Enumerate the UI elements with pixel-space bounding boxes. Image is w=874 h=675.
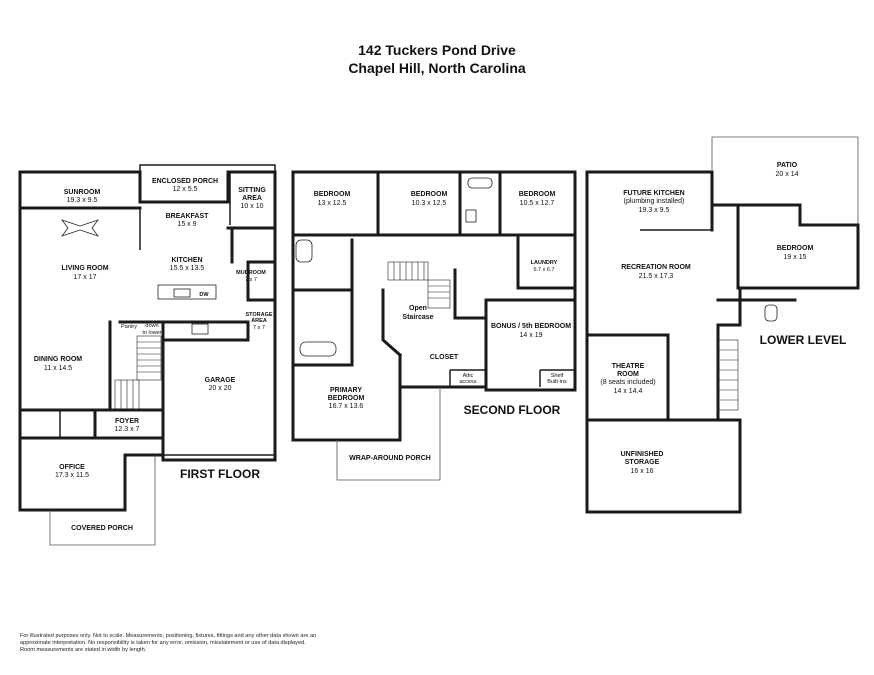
future-kitchen-note: (plumbing installed)	[624, 198, 685, 205]
open-staircase-label-2: Staircase	[402, 314, 433, 321]
laundry-size: 6.7 x 6.7	[533, 267, 554, 273]
mudroom-size: 7 x 7	[245, 277, 257, 283]
enclosed-porch-size: 12 x 5.5	[173, 186, 198, 193]
theatre-room-note: (8 seats included)	[600, 379, 655, 386]
address-title: 142 Tuckers Pond Drive	[358, 42, 516, 58]
attic-access-label: Attic	[463, 373, 474, 379]
down-to-lower-label-2: to lower	[142, 330, 161, 336]
office-label: OFFICE	[59, 464, 85, 471]
bedroom-c-size: 10.5 x 12.7	[520, 200, 555, 207]
covered-porch-label: COVERED PORCH	[71, 525, 133, 532]
office-size: 17.3 x 11.5	[55, 472, 89, 479]
mudroom-label: MUDROOM	[236, 270, 266, 276]
bedroom-c-label: BEDROOM	[519, 191, 556, 198]
theatre-room-size: 14 x 14.4	[614, 388, 643, 395]
first-floor-plan	[18, 164, 277, 546]
primary-bedroom-size: 16.7 x 13.6	[329, 403, 364, 410]
lower-level-label: LOWER LEVEL	[760, 333, 847, 347]
foyer-size: 12.3 x 7	[115, 426, 140, 433]
bonus-bedroom-size: 14 x 19	[520, 332, 543, 339]
down-to-lower-label: down	[145, 323, 158, 329]
dining-room-label: DINING ROOM	[34, 356, 82, 363]
disclaimer: For illustrated purposes only. Not to sc…	[20, 633, 360, 654]
bedroom-b-label: BEDROOM	[411, 191, 448, 198]
disclaimer-line-2: approximate interpretation. No responsib…	[20, 640, 306, 646]
breakfast-size: 15 x 9	[177, 221, 196, 228]
shelf-builtins-label: Shelf	[551, 373, 564, 379]
pantry-label: Pantry	[121, 324, 137, 330]
enclosed-porch-label: ENCLOSED PORCH	[152, 178, 218, 185]
garage-label: GARAGE	[205, 377, 236, 384]
breakfast-label: BREAKFAST	[166, 213, 210, 220]
lower-bedroom-label: BEDROOM	[777, 245, 814, 252]
open-staircase-label: Open	[409, 305, 427, 312]
recreation-room-label: RECREATION ROOM	[621, 264, 691, 271]
wrap-around-porch-label: WRAP-AROUND PORCH	[349, 455, 431, 462]
bedroom-a-label: BEDROOM	[314, 191, 351, 198]
future-kitchen-size: 19.3 x 9.5	[639, 207, 670, 214]
primary-bedroom-label-2: BEDROOM	[328, 395, 365, 402]
sunroom-size: 19.3 x 9.5	[67, 197, 98, 204]
attic-access-label-2: access	[459, 379, 476, 385]
primary-bedroom-label: PRIMARY	[330, 387, 362, 394]
living-room-size: 17 x 17	[74, 274, 97, 281]
second-floor-plan	[291, 170, 577, 481]
bedroom-b-size: 10.3 x 12.5	[412, 200, 447, 207]
unfinished-storage-label-2: STORAGE	[625, 459, 660, 466]
laundry-label: LAUNDRY	[531, 260, 558, 266]
disclaimer-line-1: For illustrated purposes only. Not to sc…	[20, 633, 317, 639]
unfinished-storage-size: 16 x 16	[631, 468, 654, 475]
foyer-label: FOYER	[115, 418, 139, 425]
first-floor-label: FIRST FLOOR	[180, 467, 260, 481]
dishwasher-label: DW	[199, 292, 209, 298]
storage-area-label: STORAGE	[245, 312, 272, 318]
patio-label: PATIO	[777, 162, 798, 169]
bonus-bedroom-label: BONUS / 5th BEDROOM	[491, 323, 571, 330]
closet-label: CLOSET	[430, 354, 459, 361]
garage-size: 20 x 20	[209, 385, 232, 392]
dining-room-size: 11 x 14.5	[44, 365, 72, 372]
lower-level-plan	[585, 136, 860, 514]
unfinished-storage-label: UNFINISHED	[621, 451, 664, 458]
theatre-room-label-2: ROOM	[617, 371, 639, 378]
future-kitchen-label: FUTURE KITCHEN	[623, 190, 684, 197]
bedroom-a-size: 13 x 12.5	[318, 200, 347, 207]
storage-area-size: 7 x 7	[253, 325, 265, 331]
patio-size: 20 x 14	[776, 171, 799, 178]
sitting-area-label-2: AREA	[242, 195, 262, 202]
sitting-area-size: 10 x 10	[241, 203, 264, 210]
storage-area-label-2: AREA	[251, 318, 267, 324]
sitting-area-label: SITTING	[238, 187, 266, 194]
living-room-label: LIVING ROOM	[61, 265, 108, 272]
shelf-builtins-label-2: Built-ins	[547, 379, 567, 385]
kitchen-size: 15.5 x 13.5	[170, 265, 205, 272]
recreation-room-size: 21.5 x 17.3	[639, 273, 674, 280]
theatre-room-label: THEATRE	[612, 363, 645, 370]
lower-bedroom-size: 19 x 15	[784, 254, 807, 261]
sunroom-label: SUNROOM	[64, 189, 101, 196]
second-floor-label: SECOND FLOOR	[464, 403, 561, 417]
disclaimer-line-3: Room measurements are stated in width by…	[20, 647, 147, 653]
city-title: Chapel Hill, North Carolina	[348, 60, 526, 76]
kitchen-label: KITCHEN	[171, 257, 202, 264]
